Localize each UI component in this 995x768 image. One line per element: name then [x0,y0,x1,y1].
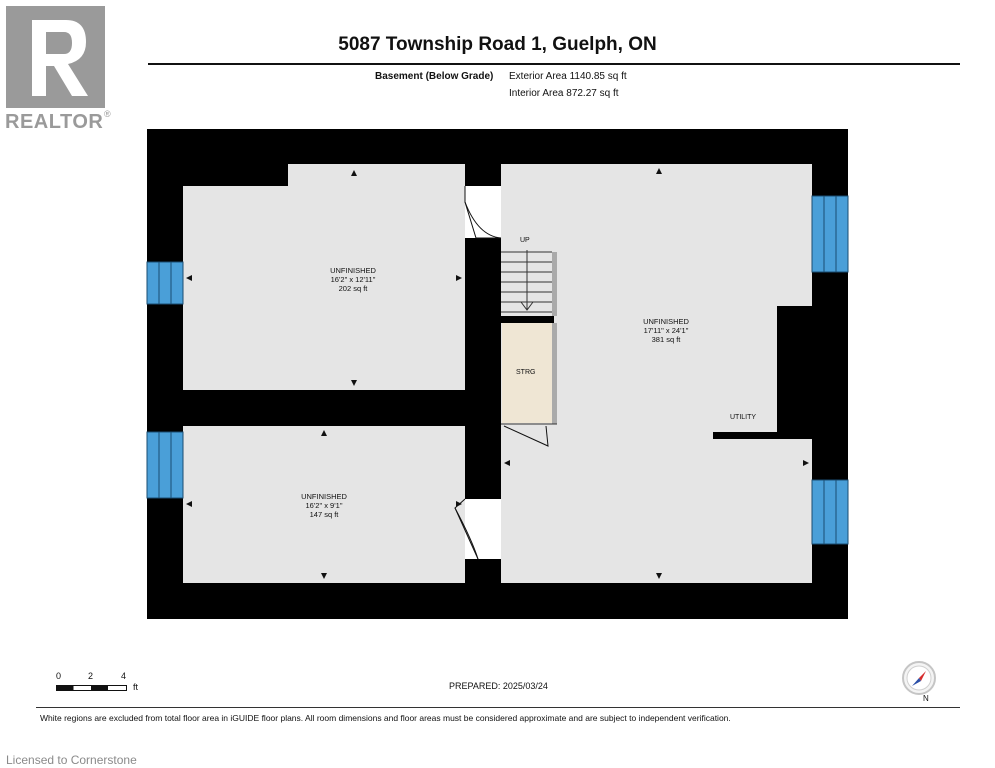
storage-door-swing [503,425,549,447]
interior-area: Interior Area 872.27 sq ft [509,88,619,99]
scale-tick-4: 4 [121,671,127,681]
room-top-left-label: UNFINISHED 16'2" x 12'11" 202 sq ft [293,266,413,293]
realtor-r-mark-icon [6,6,105,108]
room-name: UNFINISHED [643,317,689,326]
realtor-logo-text: REALTOR [5,111,104,133]
stair-rail [552,252,557,316]
door-opening-top [465,186,501,238]
window-left-top [146,261,184,305]
storage-floor [502,323,552,423]
room-right-label: UNFINISHED 17'11" x 24'1" 381 sq ft [606,317,726,344]
utility-wall-horizontal [713,432,812,439]
room-top-left-floor [183,164,465,390]
room-area: 147 sq ft [309,510,339,519]
door-swing-bottom-arc [454,507,479,560]
prepared-date: PREPARED: 2025/03/24 [449,681,548,691]
realtor-logo [6,6,105,108]
registered-mark: ® [104,109,111,119]
license-text: Licensed to Cornerstone [6,753,137,767]
ledge [183,164,288,186]
room-bottom-left-label: UNFINISHED 16'2" x 9'1" 147 sq ft [264,492,384,519]
footer-divider [36,707,960,708]
room-dimensions: 16'2" x 12'11" [330,275,376,284]
scale-tick-2: 2 [88,671,94,681]
utility-label: UTILITY [730,414,757,421]
room-dimensions: 16'2" x 9'1" [305,501,343,510]
room-area: 202 sq ft [338,284,368,293]
stairs-up-label: UP [520,237,530,244]
storage-wall [501,316,554,323]
door-opening-bottom [465,499,501,559]
compass-icon [902,661,936,695]
window-right-top [811,195,849,273]
stair-arrow-icon [520,250,534,311]
storage-label: STRG [516,369,536,376]
scale-tick-0: 0 [56,671,62,681]
room-dimensions: 17'11" x 24'1" [643,326,689,335]
window-left-bottom [146,431,184,499]
room-area: 381 sq ft [651,335,681,344]
scale-unit: ft [133,682,139,692]
title-divider [148,63,960,65]
window-right-bottom [811,479,849,545]
compass-north-label: N [923,694,929,703]
door-swing-top [464,186,501,239]
room-name: UNFINISHED [330,266,376,275]
plan-title: 5087 Township Road 1, Guelph, ON [338,34,657,55]
dimension-markers [186,168,809,579]
storage-side-wall [552,323,557,424]
room-name: UNFINISHED [301,492,347,501]
exterior-area: Exterior Area 1140.85 sq ft [509,71,627,82]
door-swing-top-arc [464,201,502,239]
disclaimer-text: White regions are excluded from total fl… [40,713,731,723]
utility-wall-vertical [777,306,812,436]
level-label: Basement (Below Grade) [375,71,494,82]
room-bottom-left-floor [183,426,465,583]
scale-bar [56,685,127,691]
